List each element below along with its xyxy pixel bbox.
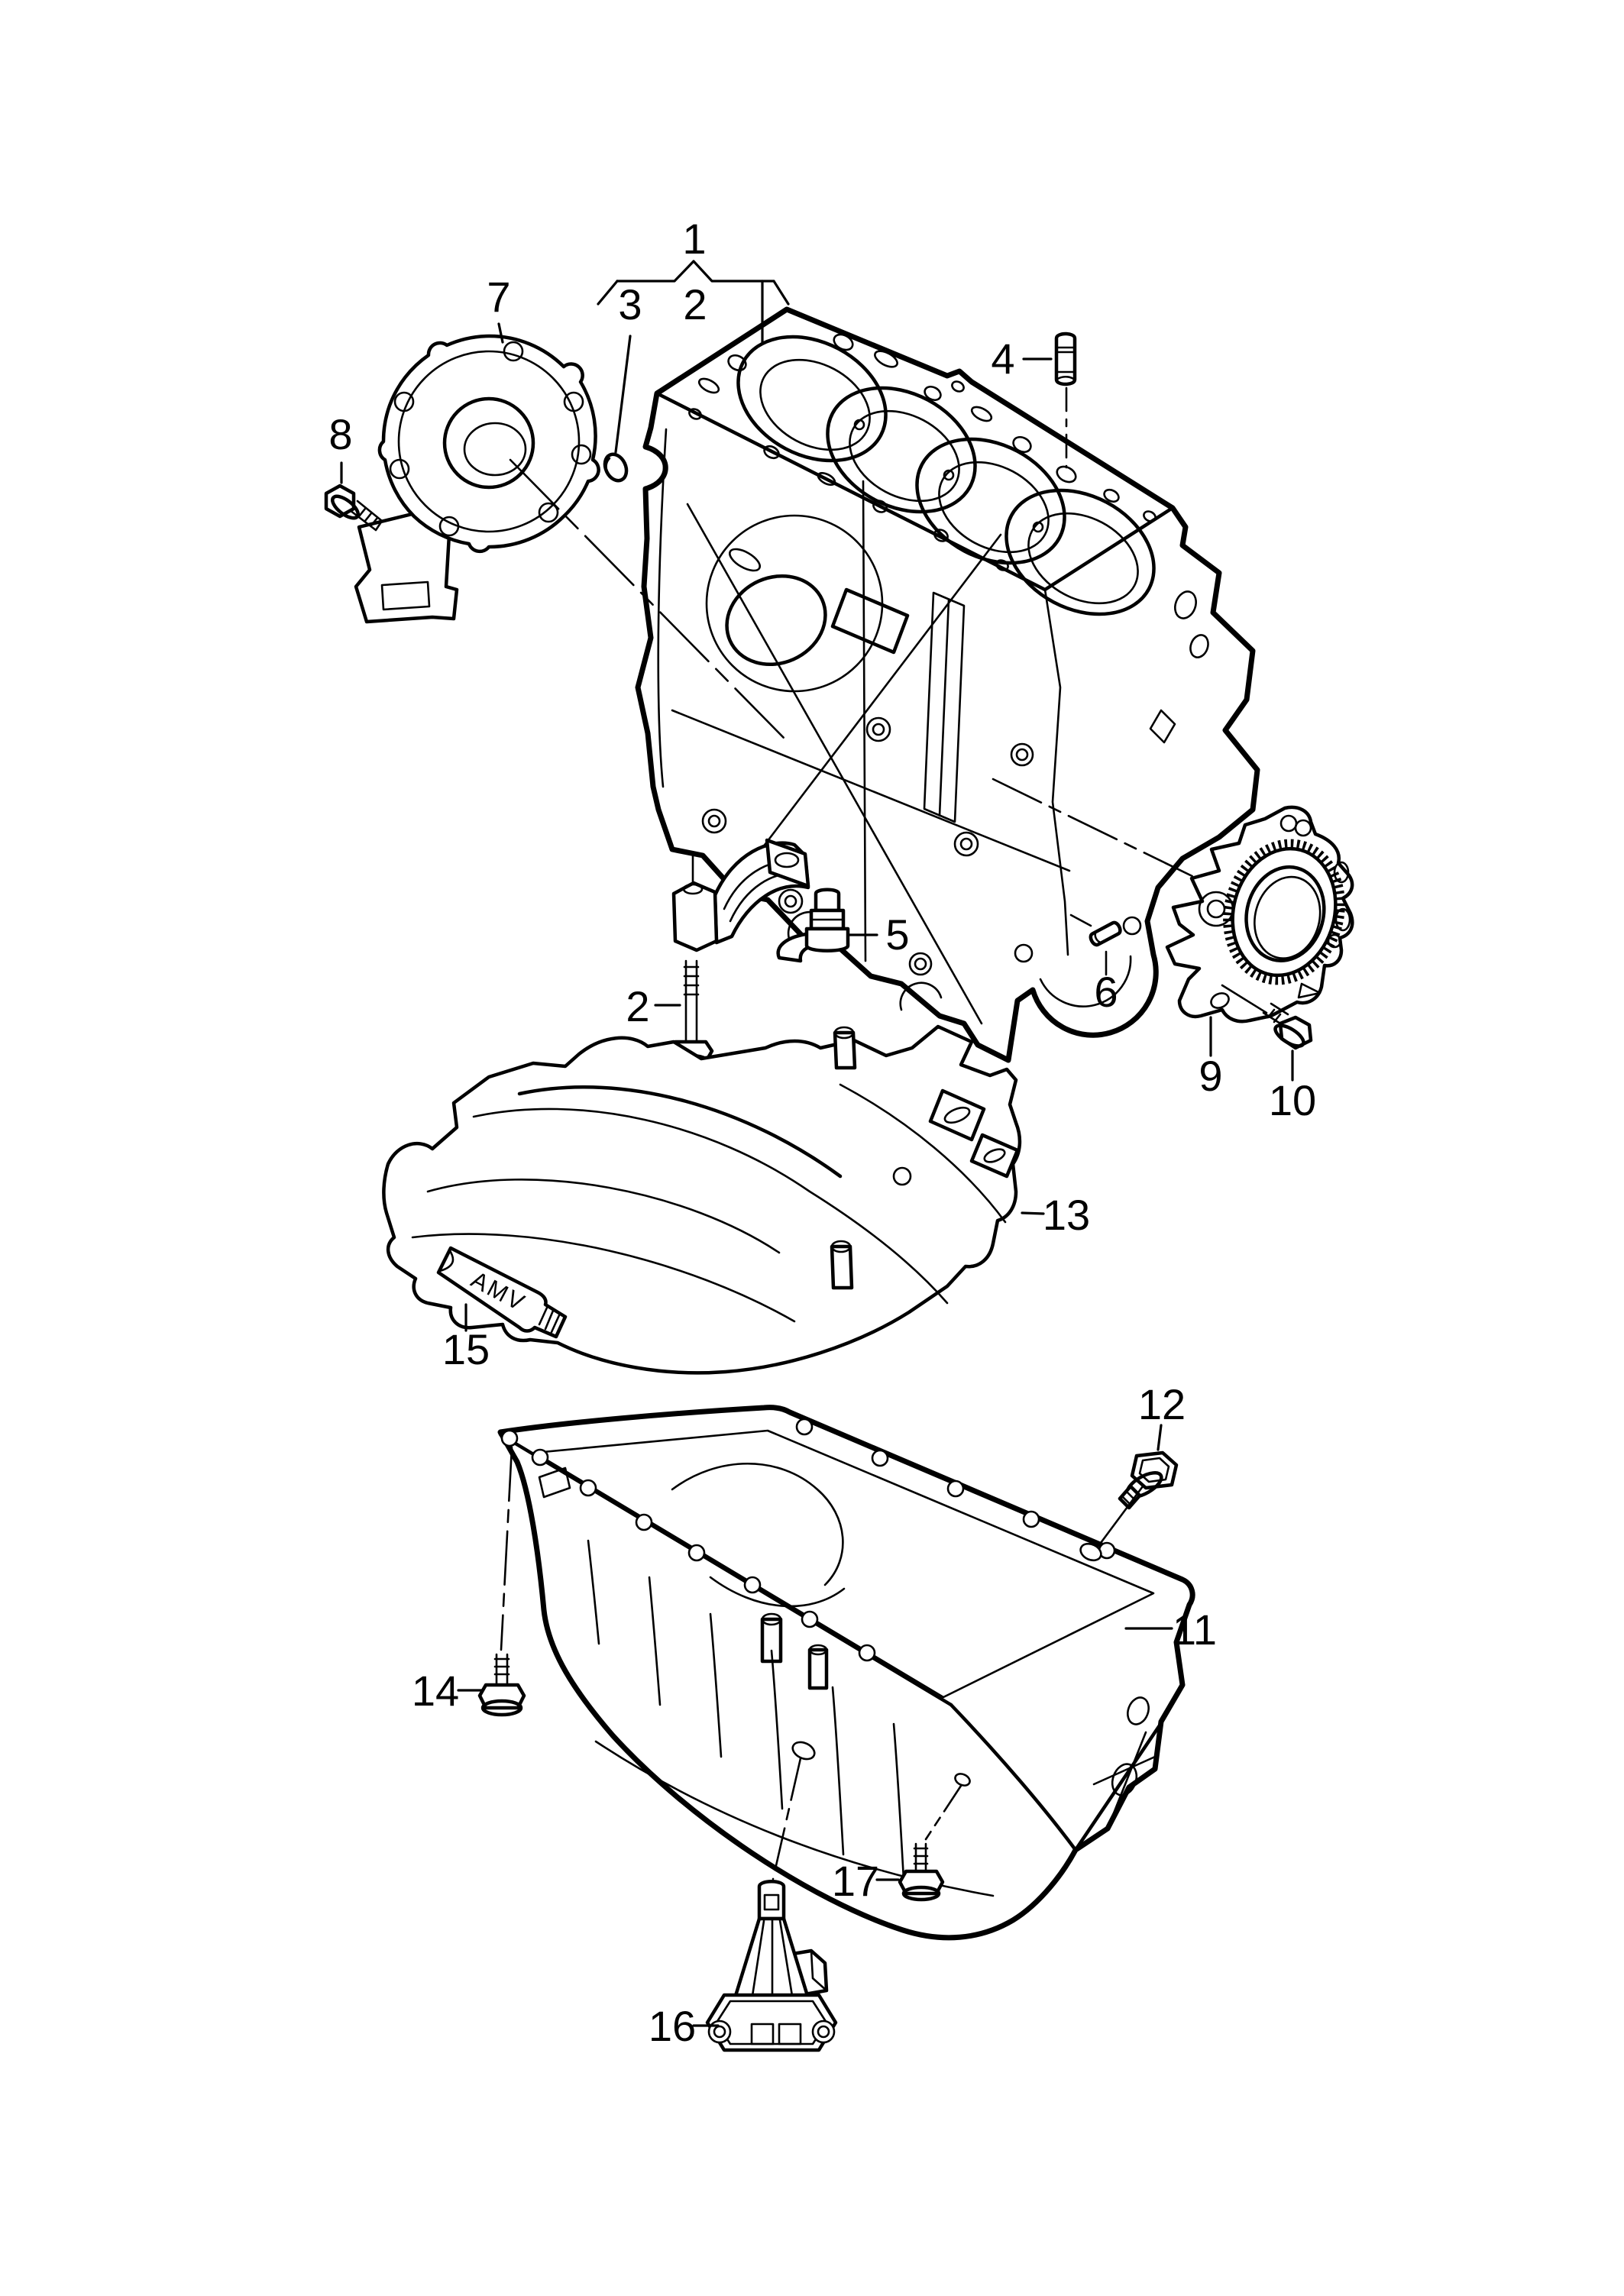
sump-bolt-rear-drawing — [898, 1842, 945, 1902]
sump-bolt-front-drawing — [477, 1653, 526, 1717]
sealing-plug-drawing — [603, 452, 629, 483]
callout-5: 5 — [885, 910, 909, 959]
fitting-stud-drawing — [1054, 331, 1077, 386]
callout-14: 14 — [412, 1667, 459, 1715]
oil-level-sensor-drawing — [705, 1880, 838, 2052]
oil-drain-plug-drawing — [1118, 1450, 1179, 1510]
callout-15: 15 — [442, 1325, 490, 1373]
callout-13: 13 — [1043, 1191, 1090, 1239]
callout-17: 17 — [832, 1857, 879, 1905]
baffle-plate-drawing — [382, 1024, 1022, 1375]
callout-12: 12 — [1138, 1380, 1186, 1428]
deck-gasket-holes — [688, 333, 1157, 571]
callout-4: 4 — [991, 335, 1014, 383]
cylinder-bores — [736, 335, 1156, 616]
callout-2-mid: 2 — [626, 982, 649, 1030]
callout-10: 10 — [1269, 1076, 1316, 1124]
sealant-tube-drawing: AMV — [436, 1246, 568, 1339]
oil-spray-valve-drawing — [776, 888, 850, 963]
assembly-guide-lines — [500, 950, 1144, 1880]
callout-11: 11 — [1173, 1606, 1217, 1654]
rear-seal-flange-drawing — [1165, 805, 1354, 1023]
callout-8: 8 — [328, 410, 352, 458]
front-flange-bolt-holes — [389, 341, 592, 537]
callout-1: 1 — [682, 215, 706, 263]
callout-9: 9 — [1199, 1052, 1222, 1100]
callout-3: 3 — [618, 280, 642, 328]
callout-7: 7 — [487, 273, 510, 321]
front-seal-flange-drawing — [354, 334, 600, 624]
callout-leader-lines — [340, 260, 1294, 2027]
callout-6: 6 — [1094, 968, 1118, 1016]
callout-2-top: 2 — [683, 280, 707, 328]
main-bearing-cap-drawing — [671, 838, 810, 952]
front-flange-bolt-drawing — [324, 483, 383, 532]
callout-labels: 1 3 2 7 8 4 5 2 6 9 10 13 15 12 11 14 17… — [328, 215, 1316, 2050]
callout-16: 16 — [649, 2002, 696, 2050]
installation-axis-lines — [509, 386, 1233, 897]
dowel-sleeve-drawing — [1069, 914, 1122, 947]
rear-flange-bolt-drawing — [1221, 984, 1313, 1050]
sump-flange-holes — [500, 1418, 1116, 1662]
front-face-bolt-bosses — [701, 716, 1034, 976]
